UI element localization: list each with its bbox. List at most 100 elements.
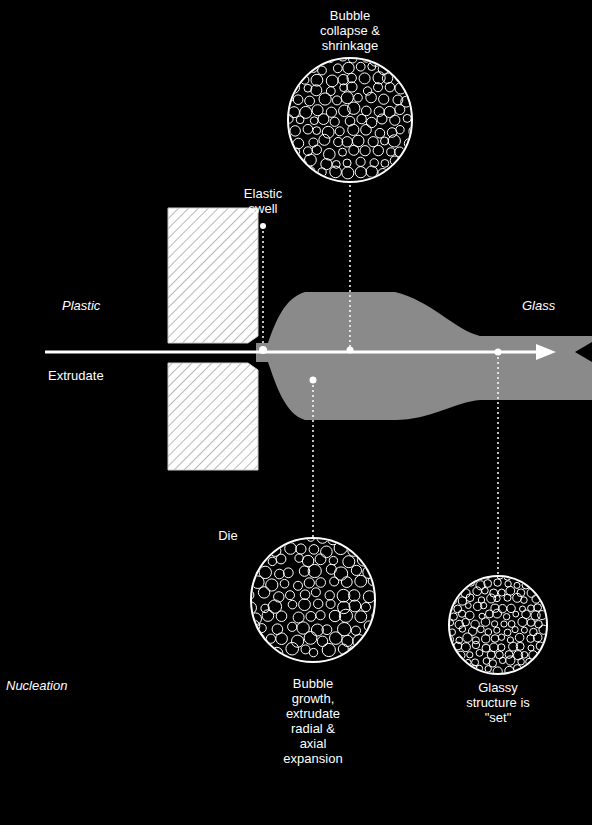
- bubble: [521, 652, 528, 659]
- bubble: [469, 665, 477, 673]
- bubble: [326, 87, 335, 96]
- bubble: [292, 148, 300, 156]
- bubble: [395, 147, 405, 157]
- bubble: [458, 610, 465, 617]
- bubble: [506, 656, 515, 665]
- bubble: [456, 588, 462, 594]
- bubble: [403, 114, 411, 122]
- bubble: [535, 658, 543, 666]
- bubble: [303, 124, 313, 134]
- bubble: [450, 581, 457, 588]
- bubble: [529, 651, 538, 660]
- bubble: [518, 658, 525, 665]
- bubble: [310, 117, 318, 125]
- bubble: [299, 599, 311, 611]
- bubble: [412, 107, 420, 115]
- bubble: [333, 64, 342, 73]
- bubble: [322, 643, 335, 656]
- bubble: [309, 545, 319, 555]
- bubble: [330, 577, 339, 586]
- bubble: [262, 610, 274, 622]
- bubble: [504, 594, 511, 601]
- bubble: [244, 590, 254, 600]
- bubble: [459, 573, 467, 581]
- bubble: [371, 558, 379, 566]
- bubble: [454, 605, 462, 613]
- bubble: [245, 602, 257, 614]
- bubble: [448, 620, 454, 626]
- bubble: [316, 578, 326, 588]
- bubble: [318, 168, 326, 176]
- bubble: [503, 614, 509, 620]
- bubble: [356, 157, 365, 166]
- bubble: [321, 546, 333, 558]
- bubble: [353, 635, 366, 648]
- bubble: [385, 83, 394, 92]
- bubble: [266, 579, 278, 591]
- bubble: [355, 611, 367, 623]
- bubble: [282, 167, 294, 179]
- bubble: [476, 665, 482, 671]
- bubble: [257, 624, 266, 633]
- bubble: [484, 572, 491, 579]
- bubble: [521, 597, 528, 604]
- bubble: [271, 647, 283, 659]
- bubble: [286, 591, 295, 600]
- part-label: Die: [208, 528, 248, 543]
- bubble: [311, 55, 322, 66]
- bubble: [532, 668, 538, 674]
- bubble: [476, 650, 483, 657]
- leader-dots: [259, 117, 502, 628]
- bubble: [252, 633, 265, 646]
- bubble: [349, 145, 359, 155]
- bubble: [311, 588, 320, 597]
- bubble: [347, 73, 356, 82]
- callout-label: Bubble collapse & shrinkage: [309, 8, 391, 53]
- bubble: [300, 590, 310, 600]
- bubble: [311, 74, 323, 86]
- bubble: [318, 114, 329, 125]
- bubble: [373, 72, 385, 84]
- bubble: [359, 73, 370, 84]
- bubble: [515, 633, 524, 642]
- bubble: [340, 84, 348, 92]
- bubble: [368, 576, 377, 585]
- bubble: [342, 635, 353, 646]
- bubble: [492, 621, 498, 627]
- bubble: [379, 94, 389, 104]
- bubble: [334, 137, 343, 146]
- bubble: [305, 96, 315, 106]
- callout-label: Bubble growth, extrudate radial & axial …: [278, 676, 348, 766]
- bubble: [408, 148, 416, 156]
- bubble: [390, 115, 400, 125]
- bubble: [288, 600, 297, 609]
- bubble: [288, 622, 297, 631]
- bubble: [348, 545, 360, 557]
- bubble: [374, 83, 383, 92]
- bubble: [309, 648, 317, 656]
- bubble: [290, 54, 298, 62]
- bubble: [326, 75, 338, 87]
- bubble: [356, 62, 365, 71]
- bubble: [348, 124, 359, 135]
- bubble: [370, 54, 382, 66]
- bubble: [329, 556, 337, 564]
- bubble: [312, 145, 321, 154]
- bubble: [313, 127, 321, 135]
- bubble: [409, 84, 417, 92]
- bubble: [285, 543, 297, 555]
- bubble: [307, 533, 315, 541]
- bubble: [296, 544, 306, 554]
- bubble: [339, 148, 347, 156]
- bubble: [446, 660, 453, 667]
- bubble: [355, 575, 367, 587]
- region-label: Glass: [522, 298, 555, 313]
- bubble: [404, 168, 413, 177]
- bubble: [343, 556, 355, 568]
- bubble: [472, 641, 479, 648]
- bubble: [381, 160, 389, 168]
- bubble: [325, 591, 334, 600]
- bubble: [305, 154, 317, 166]
- bubble: [542, 668, 548, 674]
- bubble: [375, 128, 385, 138]
